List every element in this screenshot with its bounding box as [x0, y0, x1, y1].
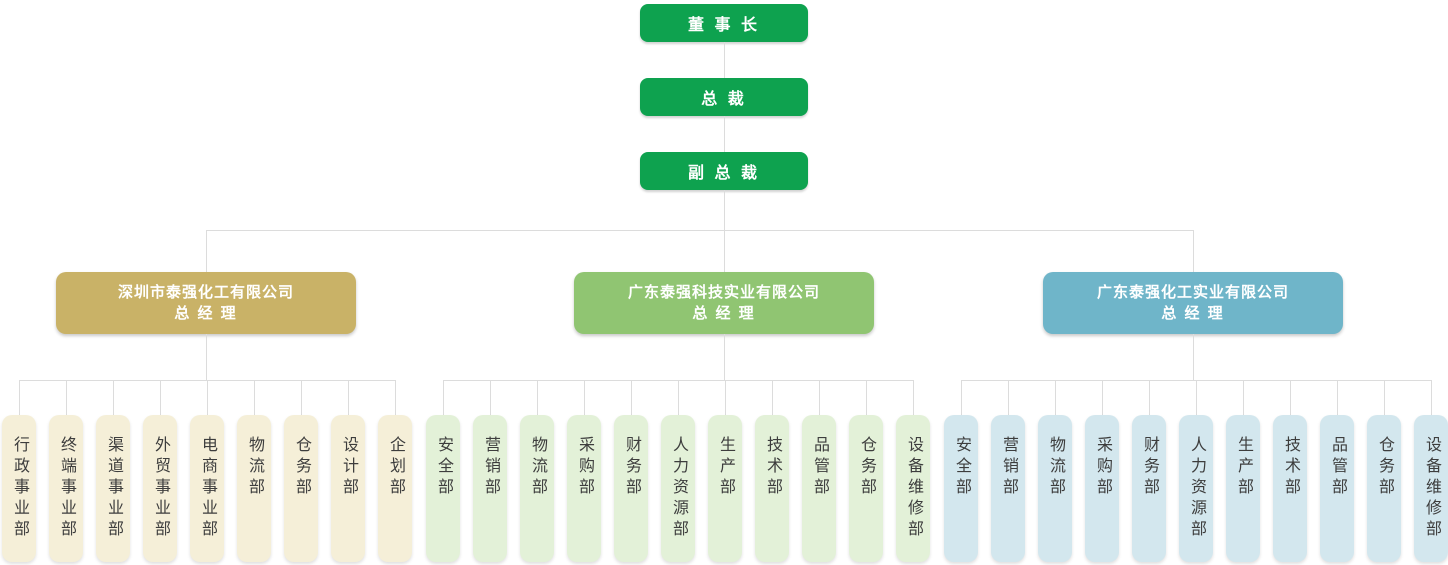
dept-node: 物流部 — [1038, 415, 1072, 562]
dept-node: 财务部 — [1132, 415, 1166, 562]
dept-node: 行政事业部 — [2, 415, 36, 562]
connector-line — [772, 380, 773, 415]
connector-line — [207, 380, 208, 415]
connector-line — [866, 380, 867, 415]
dept-node: 营销部 — [991, 415, 1025, 562]
connector-line — [206, 230, 207, 272]
connector-line — [1149, 380, 1150, 415]
connector-line — [724, 116, 725, 152]
branch-node-3: 广东泰强化工实业有限公司 总 经 理 — [1043, 272, 1343, 334]
connector-line — [631, 380, 632, 415]
connector-line — [537, 380, 538, 415]
dept-node: 人力资源部 — [1179, 415, 1213, 562]
connector-line — [1384, 380, 1385, 415]
dept-node: 仓务部 — [284, 415, 318, 562]
connector-line — [819, 380, 820, 415]
dept-node: 采购部 — [567, 415, 601, 562]
connector-line — [113, 380, 114, 415]
node-chairman: 董 事 长 — [640, 4, 808, 42]
connector-line — [206, 334, 207, 380]
node-vice-president: 副 总 裁 — [640, 152, 808, 190]
connector-line — [301, 380, 302, 415]
connector-line — [348, 380, 349, 415]
branch-gm-title: 总 经 理 — [692, 305, 756, 322]
dept-node: 生产部 — [708, 415, 742, 562]
node-president: 总 裁 — [640, 78, 808, 116]
dept-node: 物流部 — [237, 415, 271, 562]
dept-node: 财务部 — [614, 415, 648, 562]
connector-line — [160, 380, 161, 415]
branch-company-name: 广东泰强科技实业有限公司 — [627, 284, 820, 301]
dept-node: 采购部 — [1085, 415, 1119, 562]
dept-node: 物流部 — [520, 415, 554, 562]
dept-node: 生产部 — [1226, 415, 1260, 562]
dept-node: 企划部 — [378, 415, 412, 562]
dept-node: 品管部 — [1320, 415, 1354, 562]
connector-line — [1055, 380, 1056, 415]
connector-line — [1102, 380, 1103, 415]
connector-line — [395, 380, 396, 415]
connector-line — [1193, 230, 1194, 272]
dept-node: 营销部 — [473, 415, 507, 562]
dept-node: 渠道事业部 — [96, 415, 130, 562]
connector-line — [724, 334, 725, 380]
connector-line — [724, 230, 725, 272]
connector-line — [724, 42, 725, 78]
connector-line — [913, 380, 914, 415]
dept-node: 安全部 — [944, 415, 978, 562]
dept-node: 仓务部 — [1367, 415, 1401, 562]
dept-node: 安全部 — [426, 415, 460, 562]
connector-line — [1243, 380, 1244, 415]
connector-line — [724, 190, 725, 230]
dept-node: 人力资源部 — [661, 415, 695, 562]
connector-line — [1196, 380, 1197, 415]
connector-line — [66, 380, 67, 415]
connector-line — [1193, 334, 1194, 380]
branch-company-name: 广东泰强化工实业有限公司 — [1096, 284, 1289, 301]
dept-node: 外贸事业部 — [143, 415, 177, 562]
dept-node: 品管部 — [802, 415, 836, 562]
dept-node: 终端事业部 — [49, 415, 83, 562]
branch-gm-title: 总 经 理 — [174, 305, 238, 322]
connector-line — [19, 380, 20, 415]
connector-line — [1431, 380, 1432, 415]
dept-node: 技术部 — [755, 415, 789, 562]
connector-line — [1290, 380, 1291, 415]
connector-line — [725, 380, 726, 415]
dept-node: 设计部 — [331, 415, 365, 562]
connector-line — [490, 380, 491, 415]
branch-node-1: 深圳市泰强化工有限公司 总 经 理 — [56, 272, 356, 334]
connector-line — [1008, 380, 1009, 415]
dept-node: 仓务部 — [849, 415, 883, 562]
connector-line — [1337, 380, 1338, 415]
dept-node: 设备维修部 — [1414, 415, 1448, 562]
branch-node-2: 广东泰强科技实业有限公司 总 经 理 — [574, 272, 874, 334]
connector-line — [443, 380, 444, 415]
dept-node: 电商事业部 — [190, 415, 224, 562]
connector-line — [584, 380, 585, 415]
branch-gm-title: 总 经 理 — [1161, 305, 1225, 322]
branch-company-name: 深圳市泰强化工有限公司 — [117, 284, 294, 301]
connector-line — [206, 230, 1193, 231]
connector-line — [961, 380, 962, 415]
connector-line — [254, 380, 255, 415]
dept-node: 技术部 — [1273, 415, 1307, 562]
connector-line — [678, 380, 679, 415]
dept-node: 设备维修部 — [896, 415, 930, 562]
